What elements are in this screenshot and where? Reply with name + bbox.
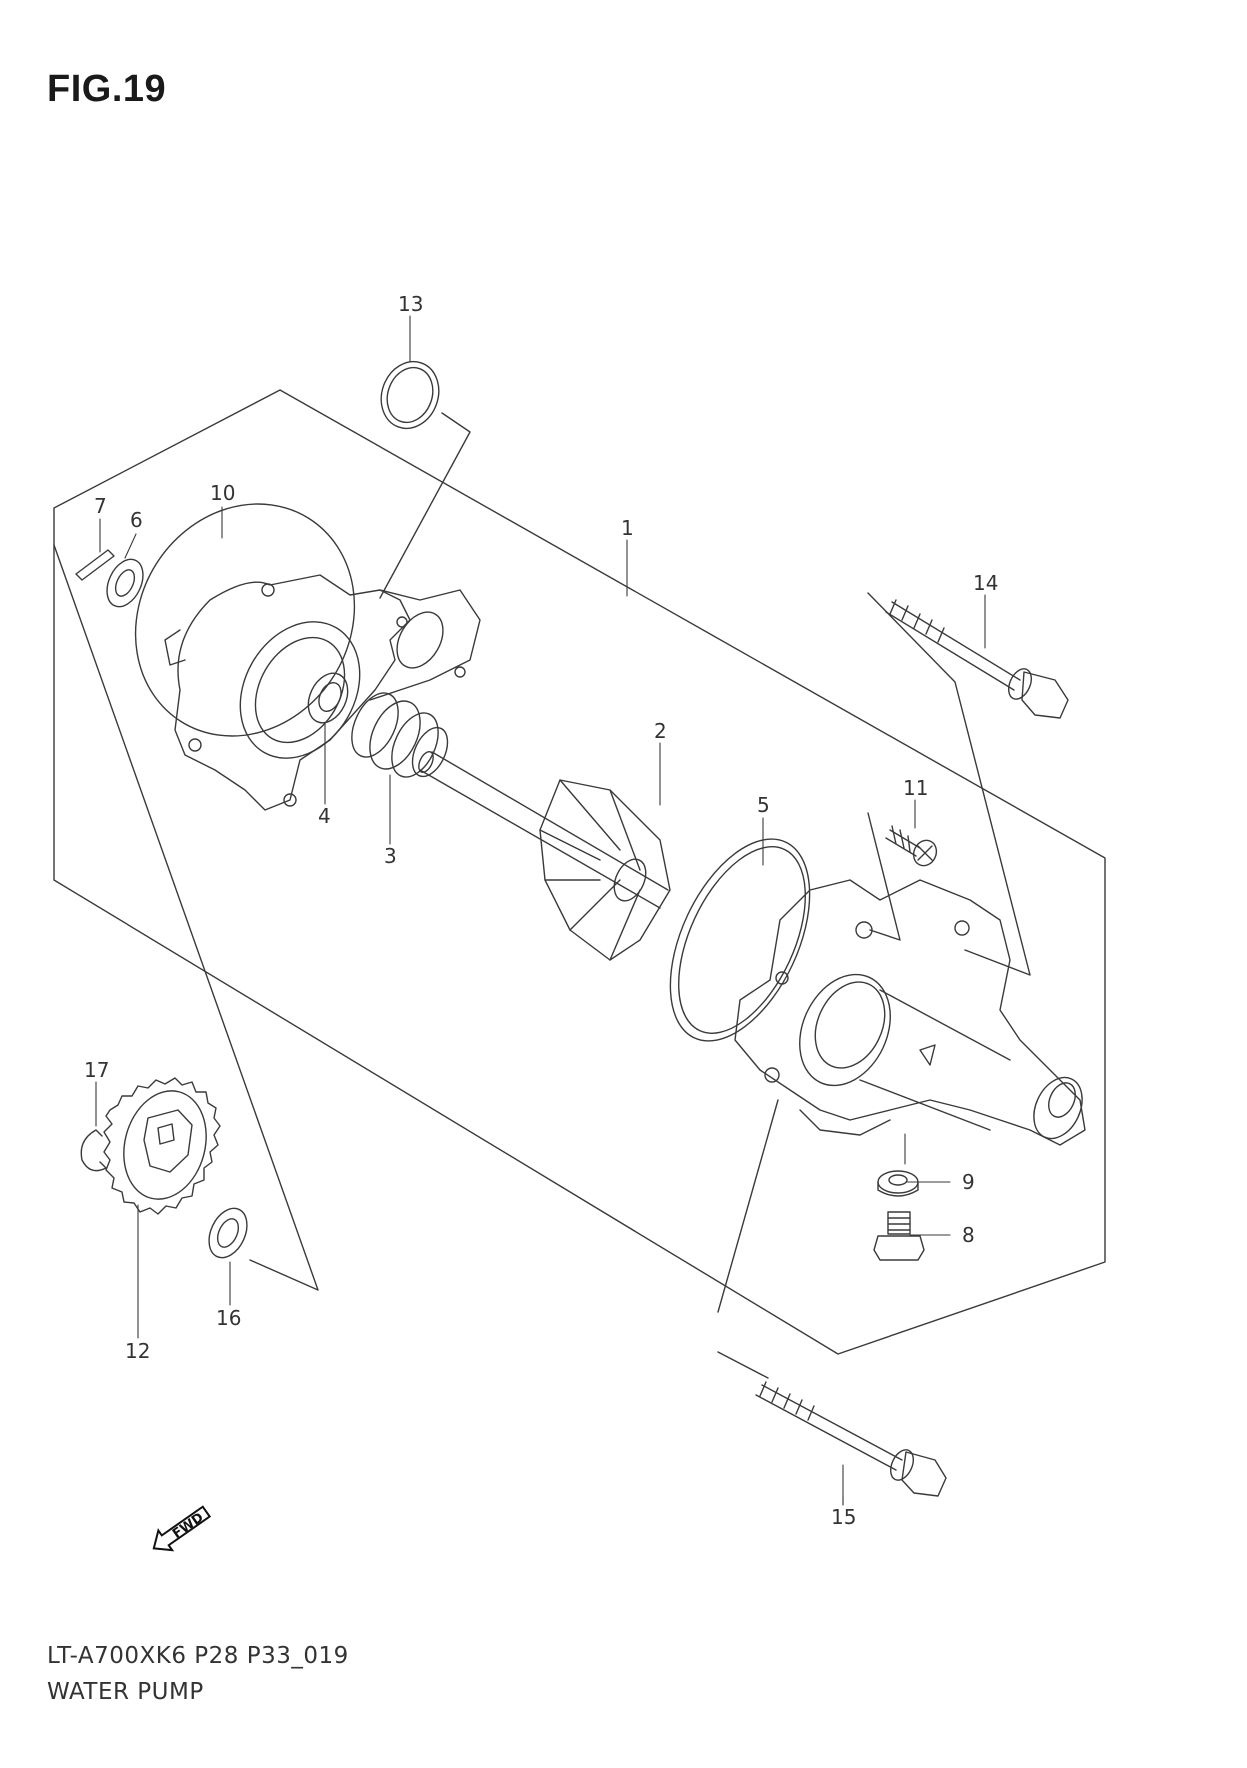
part-2-impeller-shaft bbox=[418, 751, 671, 961]
callout-6: 6 bbox=[130, 508, 143, 532]
bracket-15 bbox=[717, 1099, 779, 1379]
callout-17: 17 bbox=[84, 1058, 109, 1082]
part-12-gear bbox=[103, 1077, 221, 1215]
part-4-oil-seal bbox=[307, 672, 349, 724]
callout-3: 3 bbox=[384, 844, 397, 868]
part-5-o-ring bbox=[669, 838, 811, 1042]
part-17-circlip bbox=[80, 1129, 107, 1172]
part-3-mechanical-seal bbox=[351, 692, 449, 778]
pump-cover bbox=[164, 574, 481, 811]
model-code: LT-A700XK6 P28 P33_019 bbox=[47, 1643, 349, 1669]
part-14-flange-bolt bbox=[885, 599, 1069, 719]
callout-16: 16 bbox=[216, 1306, 241, 1330]
callout-9: 9 bbox=[962, 1170, 975, 1194]
bracket-14 bbox=[867, 592, 1031, 976]
callout-11: 11 bbox=[903, 776, 928, 800]
fwd-arrow-icon: FWD bbox=[152, 1505, 212, 1552]
bracket-left-lines bbox=[53, 544, 319, 1291]
callout-14: 14 bbox=[973, 571, 998, 595]
part-13-o-ring bbox=[380, 360, 440, 430]
part-7-pin bbox=[75, 549, 115, 581]
pump-housing bbox=[734, 879, 1086, 1146]
bracket-13 bbox=[379, 412, 471, 599]
part-16-washer bbox=[208, 1207, 248, 1259]
figure-title: FIG.19 bbox=[47, 68, 167, 110]
part-10-o-ring bbox=[134, 503, 356, 737]
leader-lines bbox=[95, 315, 986, 1506]
callout-12: 12 bbox=[125, 1339, 150, 1363]
callout-1: 1 bbox=[621, 516, 634, 540]
part-15-flange-bolt bbox=[755, 1381, 947, 1497]
callout-7: 7 bbox=[94, 494, 107, 518]
callout-5: 5 bbox=[757, 793, 770, 817]
callout-4: 4 bbox=[318, 804, 331, 828]
callout-15: 15 bbox=[831, 1505, 856, 1529]
figure-name: WATER PUMP bbox=[47, 1679, 204, 1705]
callout-10: 10 bbox=[210, 481, 235, 505]
callout-13: 13 bbox=[398, 292, 423, 316]
callout-2: 2 bbox=[654, 719, 667, 743]
part-8-drain-bolt bbox=[873, 1211, 925, 1261]
callout-8: 8 bbox=[962, 1223, 975, 1247]
part-11-bolt bbox=[885, 825, 938, 867]
part-6-washer bbox=[106, 558, 144, 608]
assembly-outline bbox=[53, 389, 1106, 1355]
bracket-11 bbox=[867, 812, 901, 941]
